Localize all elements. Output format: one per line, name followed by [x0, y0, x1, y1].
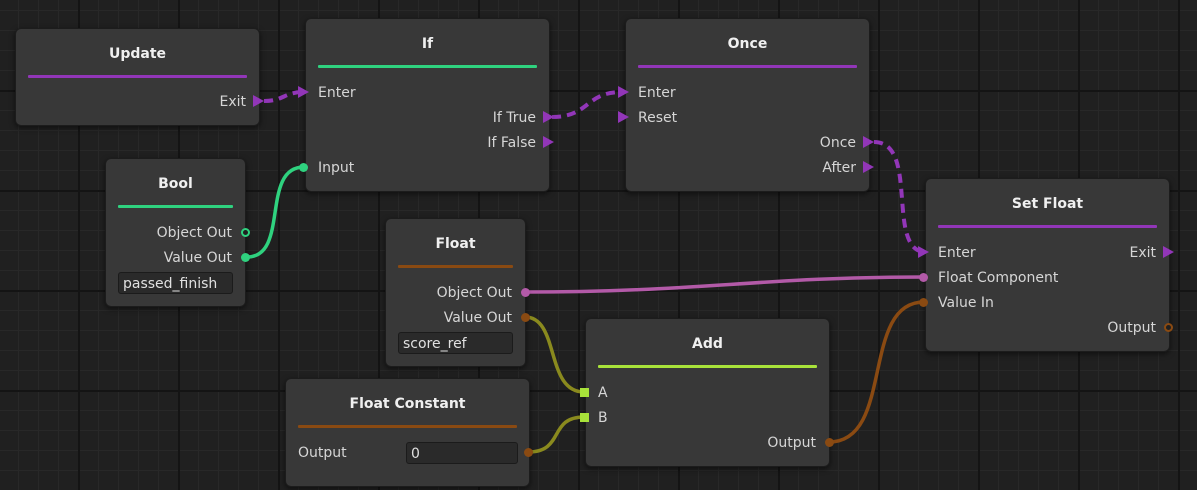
float-constant-node-title: Float Constant — [349, 396, 466, 412]
wire-float-constant-to-add-b — [527, 415, 585, 454]
float-name-field[interactable]: score_ref — [398, 332, 513, 354]
if-input-port-icon[interactable] — [299, 163, 308, 172]
set-float-node[interactable]: Set Float Enter Exit Float Component Val… — [925, 178, 1170, 352]
wire-once-to-setfloat-enter — [873, 140, 927, 254]
once-node-accent-bar — [638, 65, 857, 68]
if-enter-label: Enter — [318, 85, 356, 101]
float-node[interactable]: Float Object Out Value Out score_ref — [385, 218, 526, 367]
bool-object-out-label: Object Out — [156, 225, 232, 241]
float-constant-output-label: Output — [298, 445, 347, 461]
set-float-enter-label: Enter — [938, 245, 976, 261]
set-float-output-label: Output — [1107, 320, 1156, 336]
once-enter-label: Enter — [638, 85, 676, 101]
add-node[interactable]: Add A B Output — [585, 318, 830, 467]
float-object-out-port-icon[interactable] — [521, 288, 530, 297]
add-b-port-icon[interactable] — [580, 413, 589, 422]
add-node-accent-bar — [598, 365, 817, 368]
update-exit-port-icon[interactable] — [253, 95, 264, 107]
bool-object-out-port-icon[interactable] — [241, 228, 250, 237]
once-after-label: After — [822, 160, 856, 176]
float-constant-node-accent-bar — [298, 425, 517, 428]
add-output-port-icon[interactable] — [825, 438, 834, 447]
update-exit-label: Exit — [219, 94, 246, 110]
if-false-port-icon[interactable] — [543, 136, 554, 148]
if-true-label: If True — [492, 110, 536, 126]
set-float-output-port-icon[interactable] — [1164, 323, 1173, 332]
bool-node[interactable]: Bool Object Out Value Out passed_finish — [105, 158, 246, 307]
once-enter-port-icon[interactable] — [618, 86, 629, 98]
if-node-accent-bar — [318, 65, 537, 68]
set-float-value-in-port-icon[interactable] — [919, 298, 928, 307]
bool-value-out-label: Value Out — [163, 250, 232, 266]
update-node[interactable]: Update Exit — [15, 28, 260, 126]
wire-float-value-to-add-a — [524, 315, 585, 394]
set-float-component-label: Float Component — [938, 270, 1059, 286]
bool-value-out-port-icon[interactable] — [241, 253, 250, 262]
once-node-title: Once — [727, 36, 768, 52]
once-output-port-icon[interactable] — [863, 136, 874, 148]
wire-add-output-to-setfloat-value — [828, 300, 925, 444]
bool-node-accent-bar — [118, 205, 233, 208]
float-value-out-label: Value Out — [443, 310, 512, 326]
if-false-label: If False — [487, 135, 536, 151]
set-float-enter-port-icon[interactable] — [918, 246, 929, 258]
update-node-accent-bar — [28, 75, 247, 78]
float-constant-output-port-icon[interactable] — [524, 448, 533, 457]
update-node-title: Update — [108, 46, 167, 62]
add-a-port-icon[interactable] — [580, 388, 589, 397]
if-enter-port-icon[interactable] — [298, 86, 309, 98]
wire-float-object-to-setfloat-component — [524, 275, 925, 294]
if-true-port-icon[interactable] — [543, 111, 554, 123]
wire-if-true-to-once-enter — [551, 90, 623, 119]
add-node-title: Add — [692, 336, 723, 352]
set-float-exit-port-icon[interactable] — [1163, 246, 1174, 258]
set-float-node-title: Set Float — [1011, 196, 1084, 212]
bool-node-title: Bool — [158, 176, 193, 192]
add-output-label: Output — [767, 435, 816, 451]
set-float-node-accent-bar — [938, 225, 1157, 228]
once-reset-port-icon[interactable] — [618, 111, 629, 123]
once-after-port-icon[interactable] — [863, 161, 874, 173]
set-float-exit-label: Exit — [1129, 245, 1156, 261]
float-node-title: Float — [435, 236, 476, 252]
float-value-out-port-icon[interactable] — [521, 313, 530, 322]
float-constant-value-field[interactable]: 0 — [406, 442, 518, 464]
wire-bool-value-to-if-input — [246, 165, 305, 259]
if-node-title: If — [421, 36, 434, 52]
once-output-label: Once — [819, 135, 856, 151]
float-node-accent-bar — [398, 265, 513, 268]
float-object-out-label: Object Out — [436, 285, 512, 301]
add-a-label: A — [598, 385, 608, 401]
add-b-label: B — [598, 410, 608, 426]
if-node[interactable]: If Enter If True If False Input — [305, 18, 550, 192]
float-constant-node[interactable]: Float Constant Output 0 — [285, 378, 530, 487]
bool-name-field[interactable]: passed_finish — [118, 272, 233, 294]
once-node[interactable]: Once Enter Reset Once After — [625, 18, 870, 192]
if-input-label: Input — [318, 160, 355, 176]
set-float-component-port-icon[interactable] — [919, 273, 928, 282]
once-reset-label: Reset — [638, 110, 678, 126]
set-float-value-in-label: Value In — [938, 295, 994, 311]
